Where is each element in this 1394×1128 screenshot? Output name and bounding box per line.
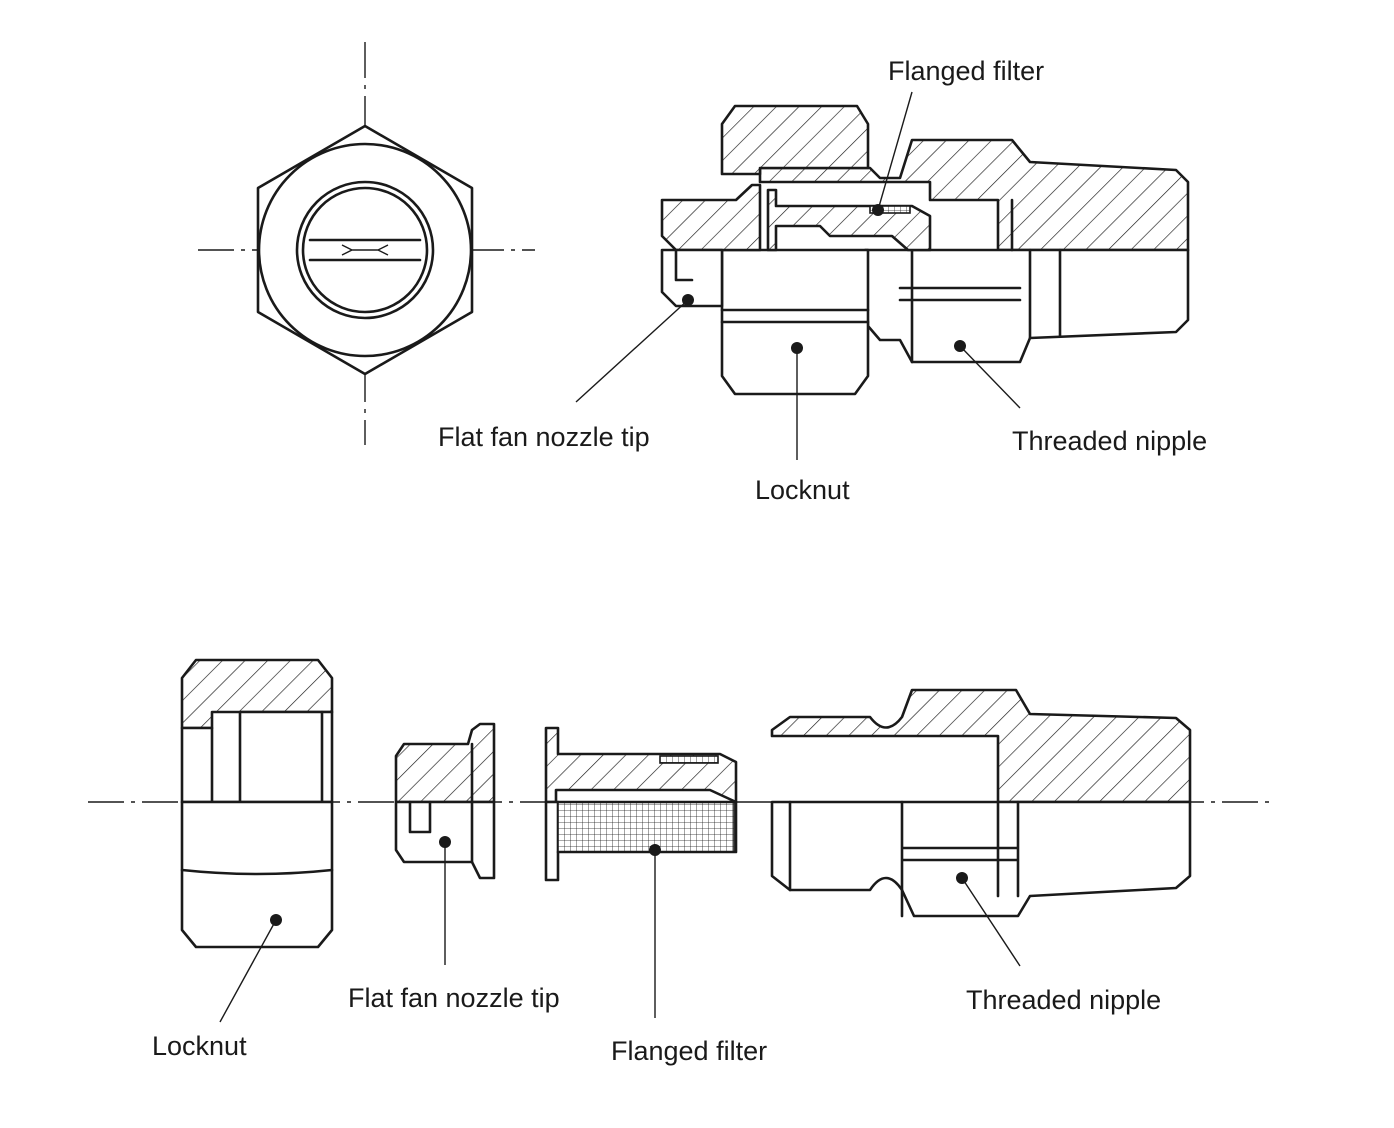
leader-lines [219, 91, 1021, 1023]
assembled-tip-section [660, 183, 762, 252]
label-assembled-nozzle-tip: Flat fan nozzle tip [438, 422, 650, 452]
exploded-locknut [180, 658, 334, 949]
assembled-nipple-body [863, 248, 1190, 364]
labels: Flanged filter Flat fan nozzle tip Lockn… [152, 56, 1207, 1066]
exploded-threaded-nipple [770, 688, 1192, 918]
assembled-section [660, 104, 1190, 396]
assembled-filter-section [766, 188, 932, 252]
label-exploded-locknut: Locknut [152, 1031, 247, 1061]
end-view [198, 42, 535, 445]
exploded-flanged-filter [544, 726, 738, 882]
assembled-nipple-section [758, 138, 1190, 252]
label-assembled-flanged-filter: Flanged filter [888, 56, 1044, 86]
label-exploded-threaded-nipple: Threaded nipple [966, 985, 1161, 1015]
assembled-locknut-section [720, 104, 870, 176]
label-exploded-flanged-filter: Flanged filter [611, 1036, 767, 1066]
label-assembled-locknut: Locknut [755, 475, 850, 505]
label-exploded-nozzle-tip: Flat fan nozzle tip [348, 983, 560, 1013]
label-assembled-threaded-nipple: Threaded nipple [1012, 426, 1207, 456]
